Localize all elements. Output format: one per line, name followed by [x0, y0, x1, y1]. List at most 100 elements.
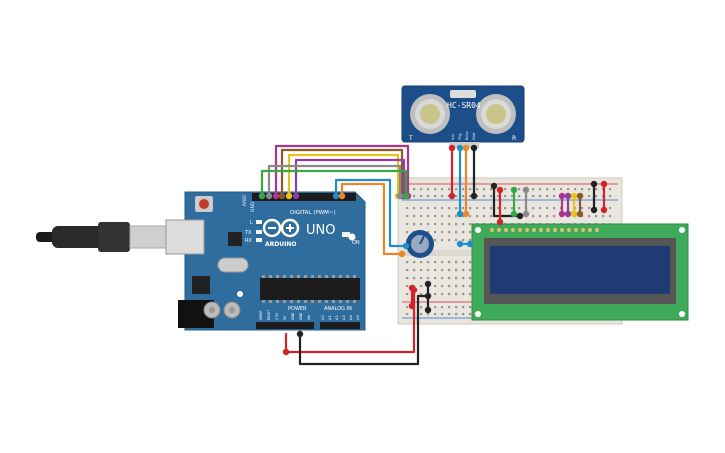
- lcd-pins: [490, 228, 599, 232]
- breadboard-hole: [434, 207, 437, 210]
- breadboard-hole: [413, 269, 416, 272]
- breadboard-hole: [539, 207, 542, 210]
- breadboard-hole: [406, 285, 409, 288]
- breadboard-hole: [448, 223, 451, 226]
- breadboard-hole: [406, 306, 409, 309]
- wire-endpoint: [332, 192, 340, 200]
- arduino-logo: [262, 218, 300, 238]
- breadboard-hole: [406, 223, 409, 226]
- breadboard-hole: [406, 261, 409, 264]
- breadboard-hole: [441, 313, 444, 316]
- breadboard-hole: [434, 215, 437, 218]
- breadboard-hole: [441, 306, 444, 309]
- usb-jack: [165, 219, 205, 255]
- wire-endpoint: [402, 242, 410, 250]
- breadboard-hole: [490, 215, 493, 218]
- chip-pin: [311, 300, 314, 303]
- breadboard-hole: [553, 188, 556, 191]
- lcd-screen: [490, 246, 670, 294]
- brand-label: ARDUINO: [265, 241, 296, 248]
- wire: [267, 164, 402, 196]
- chip-pin: [339, 275, 342, 278]
- chip-pin: [304, 275, 307, 278]
- breadboard-hole: [518, 188, 521, 191]
- breadboard-hole: [483, 195, 486, 198]
- wire-endpoint: [522, 210, 530, 218]
- wire-endpoint: [600, 206, 608, 214]
- crystal: [217, 257, 249, 273]
- breadboard-hole: [420, 285, 423, 288]
- breadboard-hole: [441, 215, 444, 218]
- wire-endpoint: [402, 192, 410, 200]
- breadboard-hole: [420, 207, 423, 210]
- wire: [287, 153, 400, 196]
- breadboard-hole: [441, 277, 444, 280]
- wire-endpoint: [570, 192, 578, 200]
- led-tx: [256, 230, 262, 234]
- breadboard-hole: [455, 313, 458, 316]
- breadboard-hole: [532, 207, 535, 210]
- breadboard-hole: [420, 306, 423, 309]
- breadboard-hole: [434, 231, 437, 234]
- breadboard-hole: [602, 215, 605, 218]
- breadboard-hole: [441, 269, 444, 272]
- lcd-pin: [567, 228, 571, 232]
- wire-endpoint: [522, 186, 530, 194]
- wire-endpoint: [265, 192, 273, 200]
- lcd-pin: [504, 228, 508, 232]
- breadboard-hole: [434, 293, 437, 296]
- breadboard-hole: [413, 277, 416, 280]
- breadboard-hole: [455, 239, 458, 242]
- breadboard-hole: [413, 207, 416, 210]
- breadboard-hole: [448, 269, 451, 272]
- sensor-pin-label: Echo: [465, 131, 469, 140]
- arduino-uno-board: L TX RX ON ARDUINO UNO DIGITAL (PWM~) AR…: [165, 191, 366, 331]
- breadboard-hole: [448, 207, 451, 210]
- wire-endpoint: [448, 192, 456, 200]
- chip-pin: [269, 300, 272, 303]
- breadboard-hole: [434, 277, 437, 280]
- analog-header: [320, 322, 360, 329]
- chip-pin: [325, 300, 328, 303]
- breadboard-hole: [539, 195, 542, 198]
- breadboard-hole: [406, 293, 409, 296]
- breadboard-hole: [441, 285, 444, 288]
- breadboard-hole: [609, 207, 612, 210]
- wire-endpoint: [456, 144, 464, 152]
- power-header: [256, 322, 314, 329]
- breadboard-hole: [469, 223, 472, 226]
- breadboard-hole: [469, 306, 472, 309]
- breadboard-hole: [448, 277, 451, 280]
- wire-endpoint: [576, 210, 584, 218]
- sensor-pin-label: Trig: [458, 134, 462, 141]
- lcd-pin: [490, 228, 494, 232]
- breadboard-hole: [427, 313, 430, 316]
- chip-pin: [332, 275, 335, 278]
- wire-endpoint: [564, 192, 572, 200]
- potentiometer[interactable]: [406, 230, 434, 258]
- breadboard-hole: [462, 306, 465, 309]
- wire: [334, 178, 406, 248]
- breadboard-hole: [462, 231, 465, 234]
- sensor-pin-header: [449, 142, 479, 148]
- breadboard-hole: [483, 188, 486, 191]
- led-rx-label: RX: [245, 238, 252, 244]
- breadboard-hole: [532, 195, 535, 198]
- power-pin-label: RESET: [267, 310, 271, 320]
- breadboard-hole: [539, 188, 542, 191]
- aref-label: AREF: [242, 194, 248, 206]
- chip-pin: [346, 300, 349, 303]
- lcd-display: [471, 223, 689, 321]
- lcd-pin: [511, 228, 515, 232]
- breadboard-hole: [462, 261, 465, 264]
- breadboard-hole: [448, 239, 451, 242]
- digital-label: DIGITAL (PWM~): [290, 210, 336, 216]
- breadboard-hole: [448, 215, 451, 218]
- wire-endpoint: [490, 182, 498, 190]
- wire-endpoint: [338, 192, 346, 200]
- wire-endpoint: [600, 180, 608, 188]
- breadboard-hole: [469, 293, 472, 296]
- wire-endpoint: [296, 330, 304, 338]
- wire-endpoint: [516, 212, 524, 220]
